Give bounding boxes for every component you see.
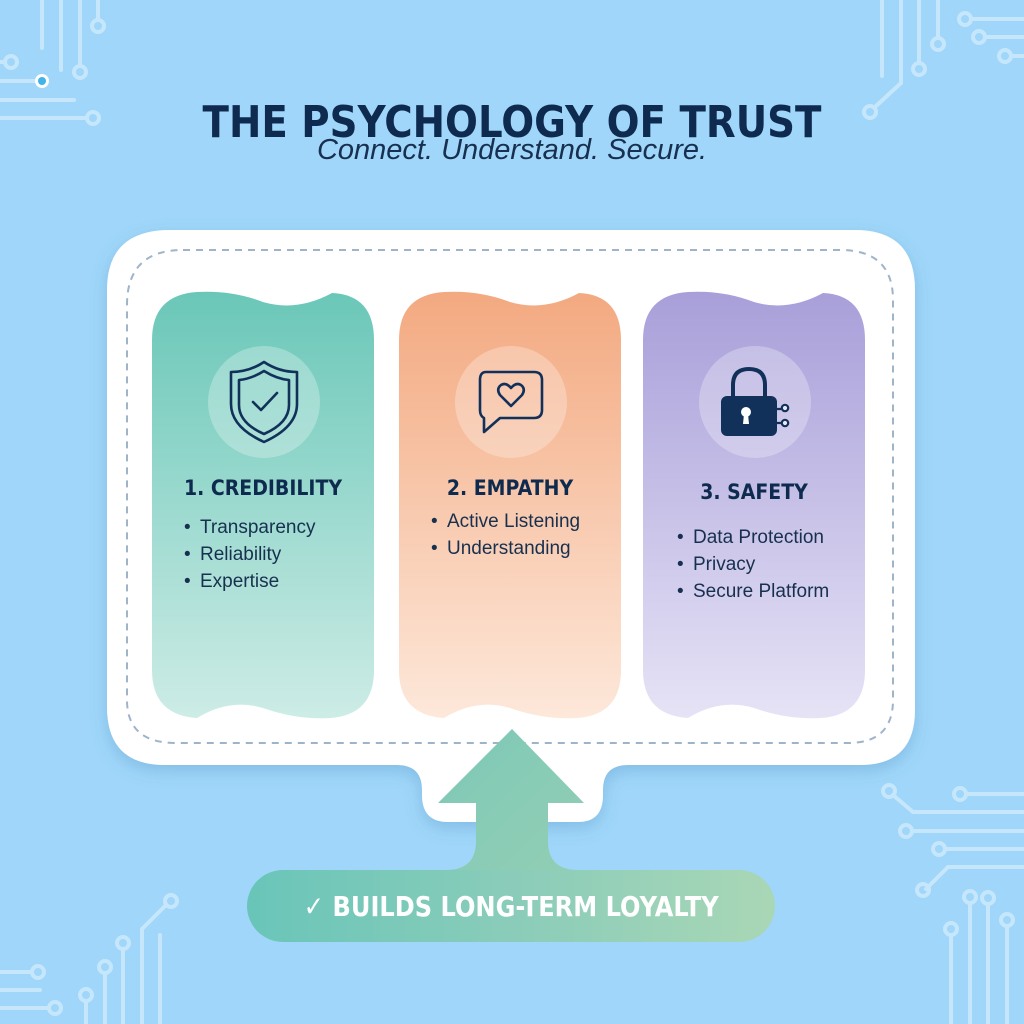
up-arrow — [438, 729, 584, 870]
panel-safety: 3. SAFETY Data Protection Privacy Secure… — [643, 290, 865, 722]
panel-credibility: 1. CREDIBILITY Transparency Reliability … — [152, 290, 374, 722]
bullet-item: Reliability — [184, 541, 406, 568]
bullet-item: Transparency — [184, 514, 406, 541]
shield-check-icon — [229, 360, 299, 444]
outcome-label: BUILDS LONG-TERM LOYALTY — [332, 889, 719, 923]
bullet-item: Active Listening — [431, 508, 653, 535]
icon-badge — [699, 346, 811, 458]
bullet-item: Data Protection — [677, 524, 899, 551]
panel-bullet-list: Transparency Reliability Expertise — [152, 514, 406, 595]
panel-bullet-list: Data Protection Privacy Secure Platform — [643, 524, 899, 605]
bullet-item: Privacy — [677, 551, 899, 578]
page-subtitle: Connect. Understand. Secure. — [316, 134, 708, 166]
icon-badge — [455, 346, 567, 458]
icon-badge — [208, 346, 320, 458]
bullet-item: Understanding — [431, 535, 653, 562]
padlock-circuit-icon — [721, 366, 790, 436]
panel-bullet-list: Active Listening Understanding — [399, 508, 653, 562]
panel-title: 3. SAFETY — [700, 480, 808, 504]
panel-title: 1. CREDIBILITY — [183, 476, 343, 500]
bullet-item: Expertise — [184, 568, 406, 595]
panel-title: 2. EMPATHY — [446, 476, 574, 500]
page-title: THE PSYCHOLOGY OF TRUST — [202, 97, 822, 149]
outcome-badge: ✓ BUILDS LONG-TERM LOYALTY — [247, 870, 775, 942]
panel-empathy: 2. EMPATHY Active Listening Understandin… — [399, 290, 621, 722]
chat-heart-icon — [478, 370, 544, 434]
checkmark-icon: ✓ — [303, 889, 324, 923]
bullet-item: Secure Platform — [677, 578, 899, 605]
